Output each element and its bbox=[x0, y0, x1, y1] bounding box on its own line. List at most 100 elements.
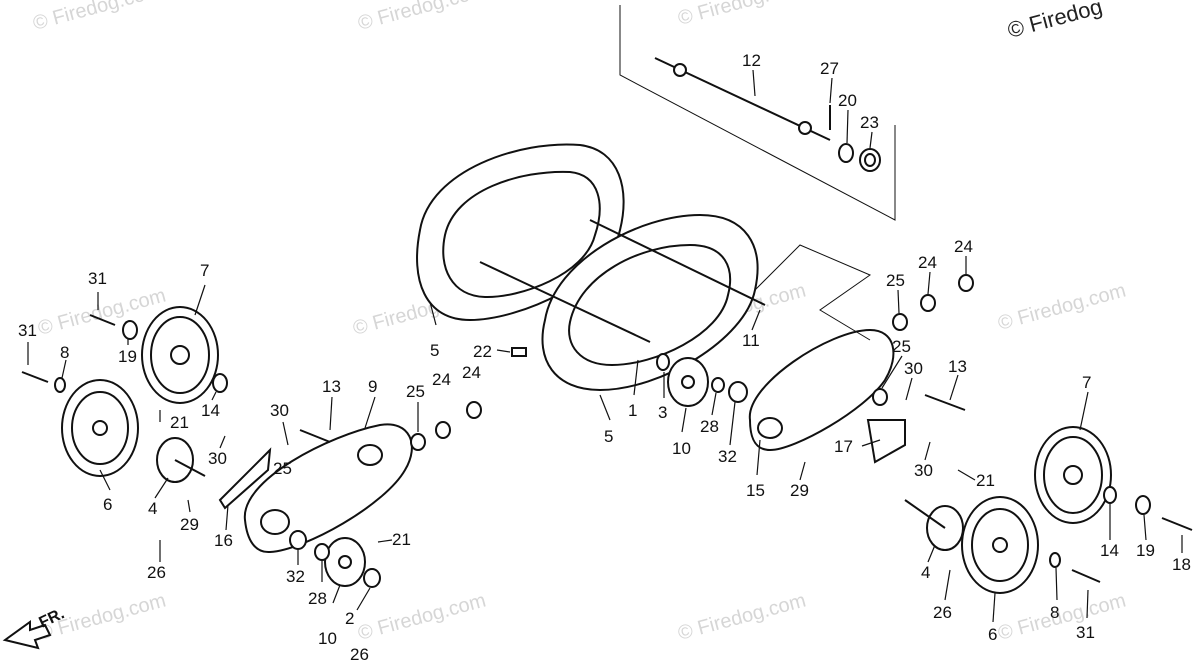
chain-case-9 bbox=[243, 423, 413, 554]
callout-10: 10 bbox=[672, 439, 691, 458]
drive-shaft bbox=[479, 219, 766, 343]
callout-26: 26 bbox=[147, 563, 166, 582]
callout-24: 24 bbox=[432, 370, 451, 389]
callout-21: 21 bbox=[170, 413, 189, 432]
callout-11: 11 bbox=[742, 331, 760, 350]
callout-6: 6 bbox=[988, 625, 997, 644]
guide-line bbox=[754, 244, 872, 341]
watermark-text: © Firedog.com bbox=[356, 0, 489, 35]
callout-6: 6 bbox=[103, 495, 112, 514]
callout-8: 8 bbox=[60, 343, 69, 362]
callout-5: 5 bbox=[604, 427, 613, 446]
callout-4: 4 bbox=[921, 563, 930, 582]
watermark-text: © Firedog.com bbox=[31, 0, 164, 35]
callout-27: 27 bbox=[820, 59, 839, 78]
callout-22: 22 bbox=[473, 342, 492, 361]
callout-19: 19 bbox=[118, 347, 137, 366]
washer-25-mid bbox=[410, 433, 426, 451]
callout-20: 20 bbox=[838, 91, 857, 110]
callout-18: 18 bbox=[1172, 555, 1191, 574]
wheel-7-left bbox=[141, 306, 219, 404]
callout-26: 26 bbox=[933, 603, 952, 622]
callout-30: 30 bbox=[904, 359, 923, 378]
callout-14: 14 bbox=[201, 401, 220, 420]
callout-24: 24 bbox=[918, 253, 937, 272]
nut-24-mid-a bbox=[435, 421, 451, 439]
callout-12: 12 bbox=[742, 51, 761, 70]
callout-labels: 31 7 31 8 19 21 14 6 4 30 29 26 30 25 13… bbox=[18, 51, 1191, 664]
nut-24-mid-b bbox=[466, 401, 482, 419]
callout-14: 14 bbox=[1100, 541, 1119, 560]
flange-10-right bbox=[667, 357, 709, 407]
callout-24: 24 bbox=[954, 237, 973, 256]
callout-30: 30 bbox=[208, 449, 227, 468]
leader-lines bbox=[27, 69, 1183, 623]
watermark-text: © Firedog.com bbox=[996, 590, 1129, 645]
bolt-31-left-b bbox=[21, 371, 49, 383]
callout-21: 21 bbox=[976, 471, 995, 490]
callout-28: 28 bbox=[308, 589, 327, 608]
callout-23: 23 bbox=[860, 113, 879, 132]
callout-29: 29 bbox=[790, 481, 809, 500]
nut-14 bbox=[212, 373, 228, 393]
watermark-text: © Firedog.com bbox=[356, 590, 489, 645]
callout-32: 32 bbox=[286, 567, 305, 586]
watermark-text: © Firedog.com bbox=[676, 590, 809, 645]
nut-14-right bbox=[1103, 486, 1117, 504]
seal-28-left bbox=[314, 543, 330, 561]
callout-31: 31 bbox=[18, 321, 37, 340]
nut-24-right-b bbox=[920, 294, 936, 312]
callout-25: 25 bbox=[406, 382, 425, 401]
callout-31: 31 bbox=[1076, 623, 1095, 642]
bolt-13-left bbox=[299, 429, 331, 443]
washer-25-right-a bbox=[892, 313, 908, 331]
tensioner-16 bbox=[218, 447, 272, 510]
axle-shaft bbox=[654, 57, 831, 141]
watermark-corner-text: © Firedog bbox=[1005, 0, 1105, 43]
callout-7: 7 bbox=[200, 261, 209, 280]
collar-8 bbox=[54, 377, 66, 393]
chain-case-15 bbox=[748, 328, 895, 452]
callout-4: 4 bbox=[148, 499, 157, 518]
callout-16: 16 bbox=[214, 531, 233, 550]
callout-19: 19 bbox=[1136, 541, 1155, 560]
callout-1: 1 bbox=[628, 401, 637, 420]
flange-10-left bbox=[324, 537, 366, 587]
key-22 bbox=[511, 347, 527, 357]
callout-3: 3 bbox=[658, 403, 667, 422]
callout-28: 28 bbox=[700, 417, 719, 436]
hub-4-right bbox=[904, 499, 964, 551]
watermark-text: © Firedog.com bbox=[676, 0, 809, 30]
callout-8: 8 bbox=[1050, 603, 1059, 622]
callout-21: 21 bbox=[392, 530, 411, 549]
bolt-18 bbox=[1161, 517, 1193, 531]
washer bbox=[838, 143, 854, 163]
callout-9: 9 bbox=[368, 377, 377, 396]
wheel-7-right bbox=[1034, 426, 1112, 524]
bolt-31-left bbox=[89, 314, 116, 326]
callout-2: 2 bbox=[345, 609, 354, 628]
seal-28-right bbox=[711, 377, 725, 393]
inset-box bbox=[619, 5, 896, 221]
washer-19 bbox=[122, 320, 138, 340]
callout-25: 25 bbox=[886, 271, 905, 290]
bearing-32-right bbox=[728, 381, 748, 403]
sprocket-6-right bbox=[961, 496, 1039, 594]
callout-17: 17 bbox=[834, 437, 853, 456]
callout-25: 25 bbox=[892, 337, 911, 356]
collar-3 bbox=[656, 353, 670, 371]
callout-30: 30 bbox=[914, 461, 933, 480]
washer-25-right-b bbox=[872, 388, 888, 406]
callout-25: 25 bbox=[273, 459, 292, 478]
callout-15: 15 bbox=[746, 481, 765, 500]
nut-24-right-a bbox=[958, 274, 974, 292]
collar-8-right bbox=[1049, 552, 1061, 568]
callout-29: 29 bbox=[180, 515, 199, 534]
callout-24: 24 bbox=[462, 363, 481, 382]
bolt-31-right bbox=[1071, 569, 1101, 583]
callout-30: 30 bbox=[270, 401, 289, 420]
sprocket-6-left bbox=[61, 379, 139, 477]
callout-7: 7 bbox=[1082, 373, 1091, 392]
washer-19-right bbox=[1135, 495, 1151, 515]
